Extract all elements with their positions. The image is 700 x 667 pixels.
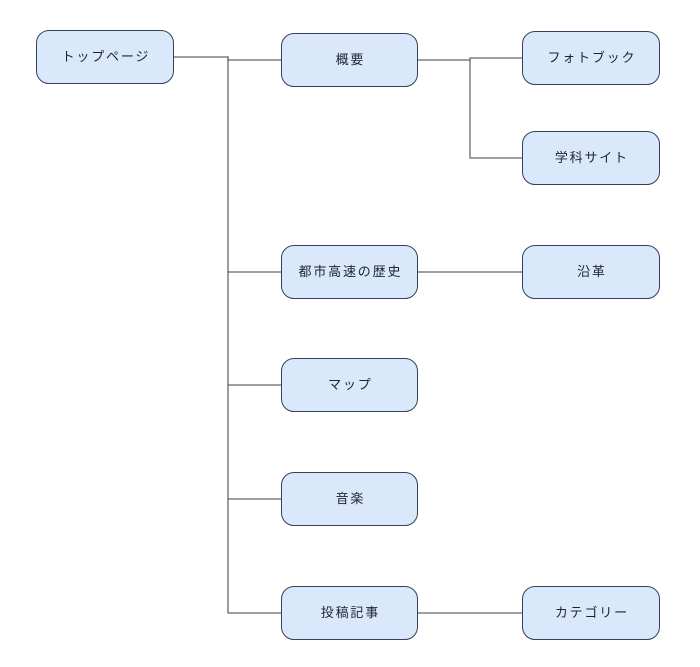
connector-top-page-to-history bbox=[227, 56, 282, 273]
node-music[interactable]: 音楽 bbox=[281, 472, 418, 526]
node-label-dept-site: 学科サイト bbox=[554, 149, 629, 165]
node-overview[interactable]: 概要 bbox=[281, 33, 418, 87]
node-label-history: 都市高速の歴史 bbox=[298, 263, 403, 279]
node-label-overview: 概要 bbox=[335, 51, 366, 67]
connector-top-page-to-music bbox=[227, 384, 282, 500]
connector-top-page-to-overview bbox=[173, 56, 282, 61]
node-posts[interactable]: 投稿記事 bbox=[281, 586, 418, 640]
node-category[interactable]: カテゴリー bbox=[522, 586, 660, 640]
node-label-map: マップ bbox=[328, 376, 373, 392]
node-dept-site[interactable]: 学科サイト bbox=[522, 131, 660, 185]
connector-overview-to-dept-site bbox=[469, 59, 523, 159]
node-label-chronicle: 沿革 bbox=[577, 263, 607, 279]
connector-top-page-to-map bbox=[227, 271, 282, 386]
node-label-posts: 投稿記事 bbox=[320, 604, 381, 620]
node-map[interactable]: マップ bbox=[281, 358, 418, 412]
node-top-page[interactable]: トップページ bbox=[36, 30, 174, 84]
node-label-category: カテゴリー bbox=[554, 604, 629, 620]
connector-top-page-to-posts bbox=[227, 498, 282, 614]
node-label-photobook: フォトブック bbox=[547, 49, 637, 65]
node-chronicle[interactable]: 沿革 bbox=[522, 245, 660, 299]
node-label-top-page: トップページ bbox=[61, 48, 151, 64]
connector-overview-to-photobook bbox=[417, 57, 523, 61]
node-label-music: 音楽 bbox=[335, 490, 366, 506]
node-history[interactable]: 都市高速の歴史 bbox=[281, 245, 418, 299]
node-photobook[interactable]: フォトブック bbox=[522, 31, 660, 85]
